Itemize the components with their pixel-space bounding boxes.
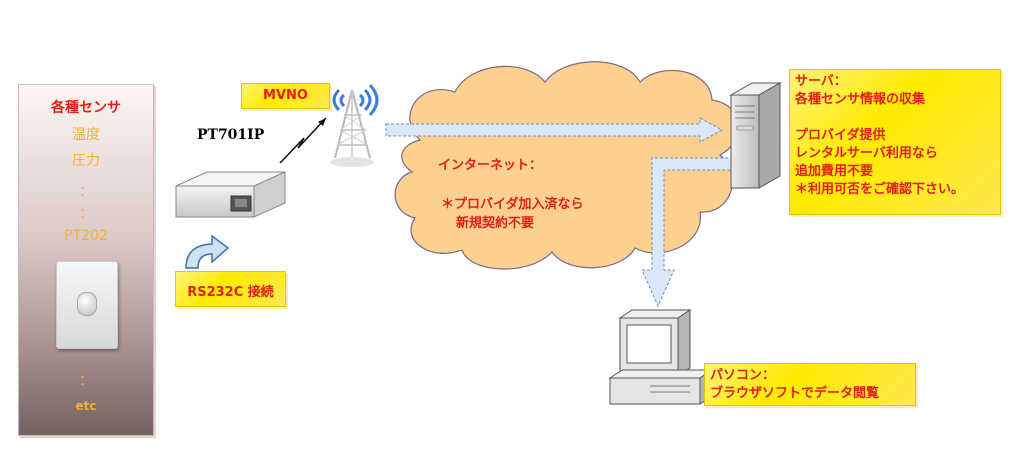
- rs232c-label: RS232C 接続: [175, 271, 286, 307]
- pc-icon: [608, 309, 714, 405]
- server-note-line: ＊利用可否をご確認下さい。: [795, 182, 965, 197]
- link-arrow-antenna-to-server: [385, 117, 724, 143]
- sensor-panel-title: 各種センサ: [51, 100, 121, 116]
- sensor-item-ellipsis: ：: [79, 184, 93, 200]
- pc-note: パソコン： ブラウザソフトでデータ閲覧: [704, 363, 916, 406]
- pt701ip-device-icon: [175, 171, 286, 218]
- link-arrow-server-to-pc: [641, 157, 734, 308]
- server-note-line: プロバイダ提供: [795, 128, 886, 143]
- wireless-link-icon: [279, 117, 327, 164]
- device-name-label: PT701IP: [197, 127, 265, 143]
- server-note: サーバ： 各種センサ情報の収集 プロバイダ提供 レンタルサーバ利用なら 追加費用…: [789, 69, 1001, 215]
- sensor-switch-icon: [56, 261, 118, 349]
- server-note-spacer: [795, 109, 995, 127]
- sensor-etc: etc: [75, 399, 97, 413]
- server-note-line: 各種センサ情報の収集: [795, 92, 926, 107]
- rs232c-curved-arrow-icon: [185, 234, 230, 269]
- antenna-tower-icon: [330, 83, 379, 167]
- pc-note-line: ブラウザソフトでデータ閲覧: [710, 386, 880, 401]
- server-note-line: レンタルサーバ利用なら: [795, 146, 938, 161]
- sensor-item-pressure: 圧力: [72, 153, 100, 169]
- sensor-item-ellipsis: ：: [79, 206, 93, 222]
- server-note-line: 追加費用不要: [795, 164, 874, 179]
- internet-note-line2: 新規契約不要: [456, 216, 535, 231]
- server-note-title: サーバ：: [795, 74, 847, 89]
- sensor-item-temperature: 温度: [72, 127, 100, 143]
- sensor-panel: 各種センサ 温度 圧力 ： ： PT202 ： etc: [18, 84, 154, 436]
- server-icon: [729, 82, 782, 189]
- mvno-label: MVNO: [241, 83, 330, 109]
- internet-note-line1: ＊プロバイダ加入済なら: [441, 197, 584, 212]
- internet-title: インターネット：: [438, 158, 543, 173]
- sensor-more-dots: ：: [79, 373, 93, 389]
- pc-note-title: パソコン：: [710, 368, 776, 383]
- sensor-item-pt202: PT202: [64, 228, 108, 244]
- sensor-switch-button: [77, 292, 97, 316]
